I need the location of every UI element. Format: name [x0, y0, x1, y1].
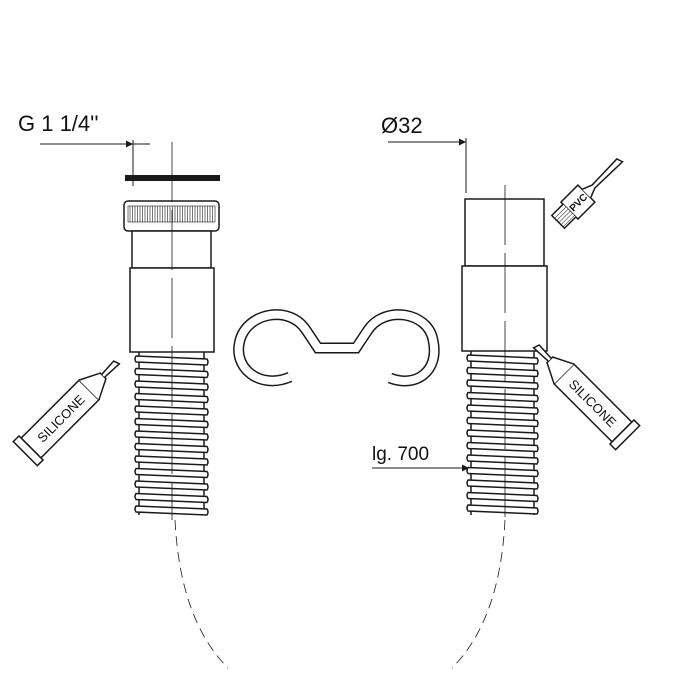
gasket	[125, 175, 220, 181]
right-fitting	[372, 138, 548, 669]
thread-size-label: G 1 1/4''	[18, 111, 99, 136]
length-label: lg. 700	[372, 444, 429, 465]
pvc-glue-brush: PVC	[550, 158, 624, 230]
tail-pipe	[131, 230, 212, 269]
sleeve-right	[461, 265, 548, 352]
knurl-pattern	[127, 205, 216, 223]
silicone-tube-left: SILICONE	[12, 360, 121, 467]
pvc-spigot	[464, 198, 545, 267]
silicone-tube-right: SILICONE	[532, 344, 641, 451]
diameter-label: Ø32	[381, 113, 423, 138]
hose-continuation-left	[174, 519, 229, 669]
hose-clip	[233, 309, 440, 387]
hose-continuation-right	[451, 519, 506, 669]
left-fitting	[40, 140, 229, 669]
corrugated-hose-right	[466, 351, 539, 515]
corrugated-hose-left	[134, 352, 209, 516]
